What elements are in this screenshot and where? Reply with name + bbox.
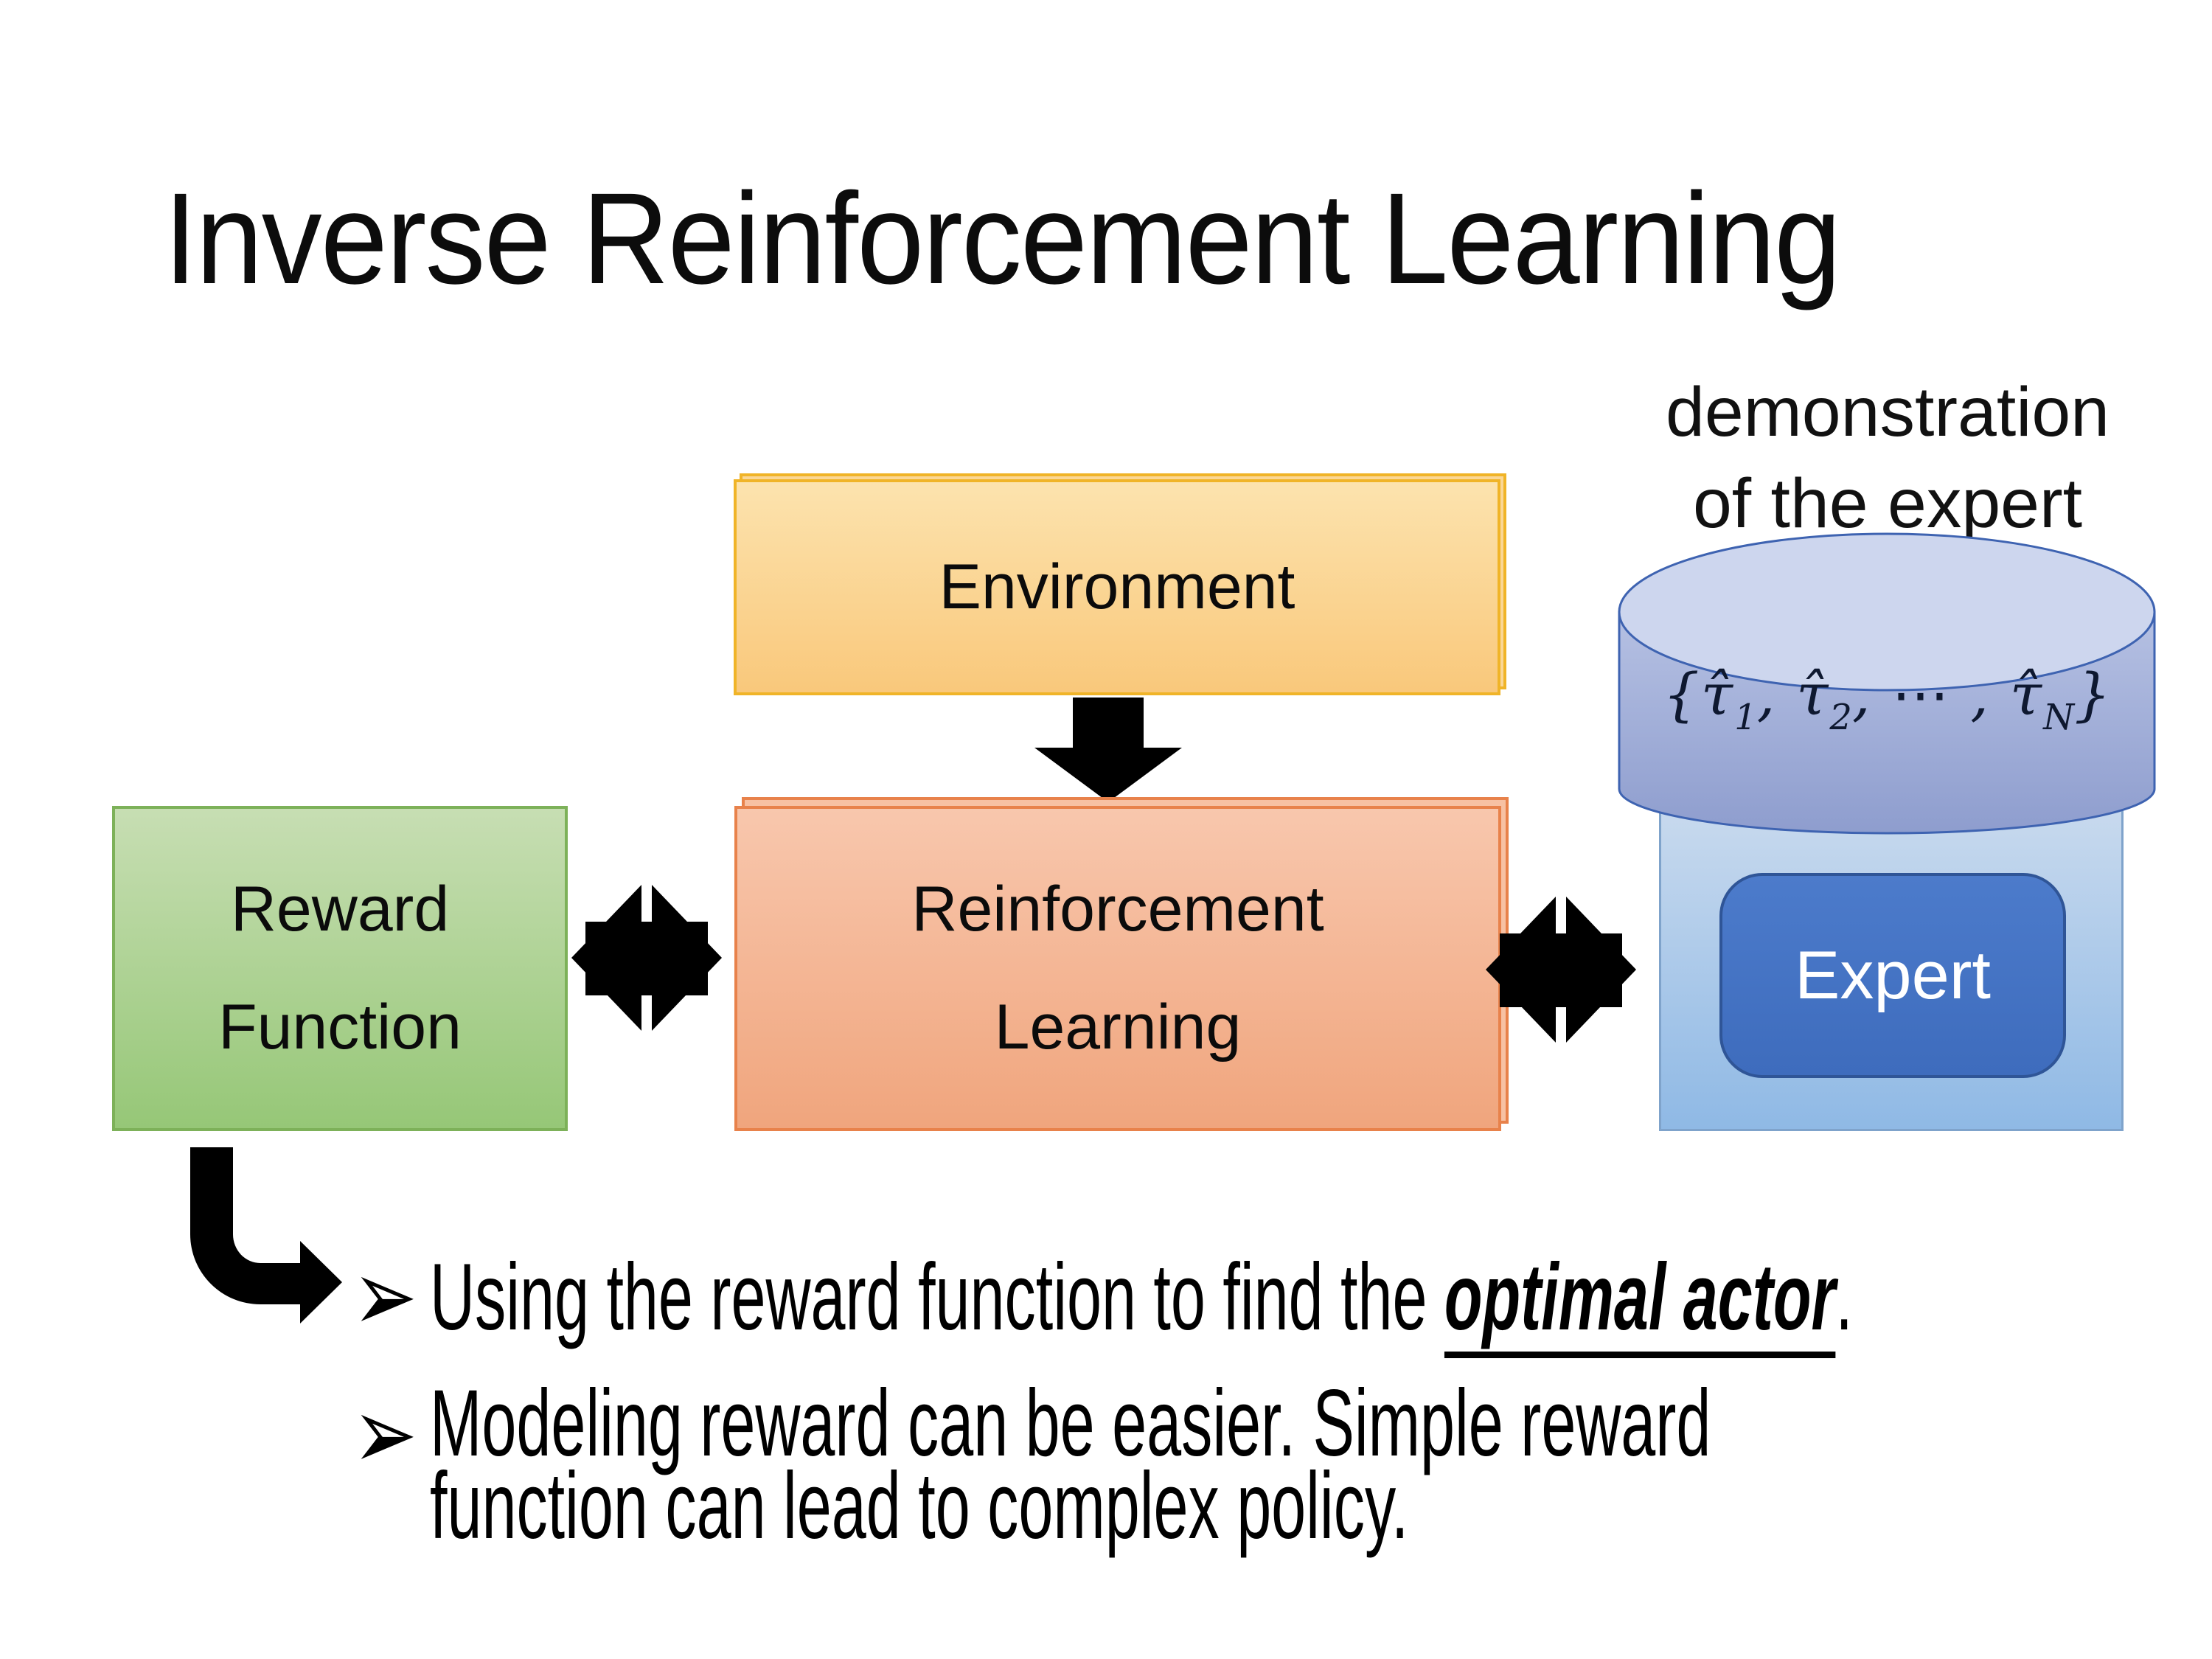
- expert-label: Expert: [1795, 937, 1991, 1013]
- bullet1-prefix: Using the reward function to find the: [430, 1245, 1444, 1350]
- trajectory-set-formula: {τ̂1, τ̂2, ⋯ , τ̂N}: [1663, 662, 2112, 738]
- bullet1-emphasis: optimal actor: [1444, 1245, 1836, 1350]
- bullet-item-1: Using the reward function to find the op…: [430, 1245, 2212, 1350]
- environment-box: Environment: [734, 479, 1500, 695]
- bullet-marker-icon: ➢: [352, 1237, 417, 1355]
- reward-function-box: Reward Function: [112, 806, 568, 1131]
- slide-title: Inverse Reinforcement Learning: [164, 167, 1841, 311]
- reinforcement-learning-box: Reinforcement Learning: [734, 806, 1501, 1131]
- environment-label: Environment: [939, 551, 1295, 622]
- elbow-arrow-icon: [190, 1147, 302, 1304]
- reward-function-label: Reward Function: [218, 873, 462, 1062]
- right-double-arrow-icon: [1486, 897, 1636, 1043]
- bullet-marker-icon: ➢: [352, 1375, 417, 1493]
- demonstration-label: demonstration of the expert: [1665, 373, 2110, 543]
- down-arrow-icon: [1034, 698, 1182, 802]
- reinforcement-learning-label: Reinforcement Learning: [911, 873, 1324, 1062]
- demonstration-database-cylinder: [1618, 532, 2156, 835]
- bullet2-line1: Modeling reward can be easier. Simple re…: [430, 1371, 1711, 1476]
- elbow-arrow-head-icon: [300, 1241, 342, 1324]
- bullet2-line2: function can lead to complex policy.: [430, 1453, 1409, 1559]
- bullet1-suffix: .: [1835, 1245, 1853, 1350]
- expert-box: Expert: [1719, 873, 2066, 1078]
- left-double-arrow-icon: [571, 885, 722, 1031]
- bullet-item-2: Modeling reward can be easier. Simple re…: [430, 1371, 2212, 1559]
